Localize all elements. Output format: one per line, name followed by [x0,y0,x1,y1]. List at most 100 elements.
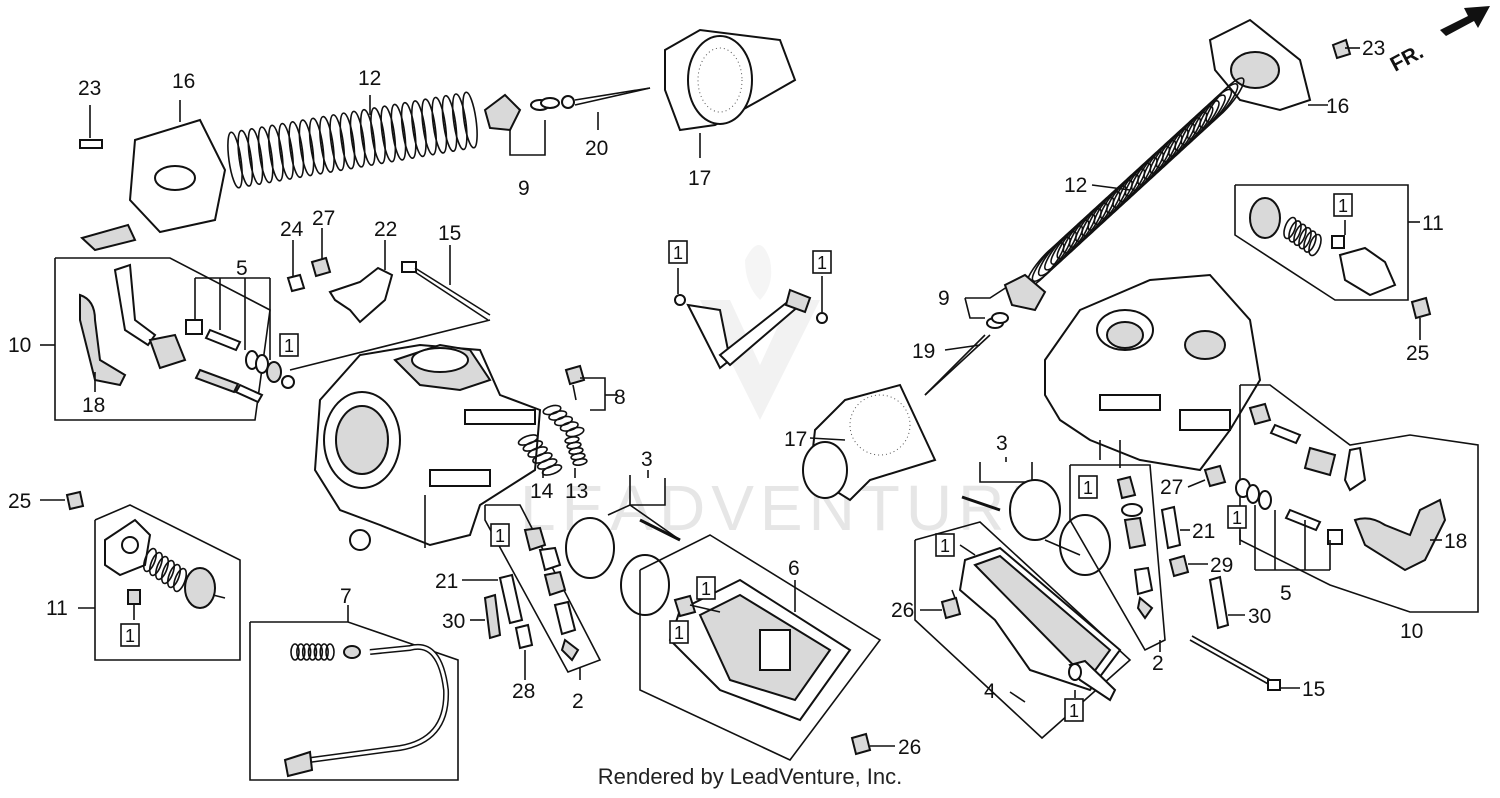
front-direction-arrow: FR. [1387,6,1490,76]
bolt-15-left [401,245,491,321]
spring-coil [359,108,376,166]
spring-coil [380,105,397,163]
spring-coil [313,643,324,661]
choke-cable-7 [249,605,459,781]
funnel-17-right [802,383,937,502]
spring-coil [227,131,243,189]
float-chamber-4-right [914,521,1132,740]
callout-number: 1 [1083,478,1093,498]
screw-24 [286,273,306,293]
top-cover-assembly-right [1025,18,1360,288]
screw-25-left [65,490,85,511]
callout-number: 1 [495,526,505,546]
spring-coil [257,126,274,184]
callout-number: 1 [1232,508,1242,528]
label-21-left: 21 [435,570,458,593]
spring-coil [308,117,325,175]
callout-number: 1 [1338,196,1348,216]
spring-coil [301,643,312,661]
jet-30-left [483,593,502,640]
screw-spring-8-14-13 [517,364,618,478]
spring-coil [267,124,284,182]
label-19: 19 [912,340,935,363]
bolt-15-right [1189,635,1300,691]
funnel-17-left [664,28,797,158]
spring-coil [565,426,585,438]
float-valve-group-right [1069,464,1245,652]
callout-box [120,623,140,647]
needle-holder-9-left [483,93,560,156]
spring-coil [1205,77,1245,123]
label-16-left: 16 [172,70,195,93]
callout-number: 1 [940,536,950,556]
callout-box [1078,475,1098,499]
spring-coil [296,643,306,661]
label-29: 29 [1210,554,1233,577]
carburetor-body-left [313,343,542,551]
float-chamber-6-left [639,534,882,761]
label-5-right: 5 [1280,582,1292,605]
needle-assembly-right [924,273,1047,396]
spring-coil [325,643,335,661]
carburetor-body-right [1044,273,1262,472]
callout-box [668,240,688,264]
spring-12-left [227,91,478,189]
jet-30-right [1208,575,1230,630]
spring-coil [142,547,158,573]
idle-fitting-group-left [40,257,295,421]
label-7: 7 [340,585,352,608]
accelerator-pump-group-left [40,490,241,661]
label-14: 14 [530,480,554,503]
label-16-right: 16 [1326,95,1349,118]
callout-number: 1 [701,579,711,599]
spring-coil [536,458,558,470]
label-30-right: 30 [1248,605,1271,628]
spring-coil [421,98,438,156]
spring-coil [307,643,318,661]
spring-coil [411,100,427,158]
spring-8 [542,404,585,438]
label-12-right: 12 [1064,174,1087,197]
label-15-right: 15 [1302,678,1325,701]
spring-coil [1308,233,1322,257]
small-parts-left [286,228,491,371]
label-18-right: 18 [1444,530,1467,553]
spring-coil [1298,226,1312,250]
spring-coil [290,643,300,661]
idle-fitting-group-right [1187,384,1479,613]
screw-23-left [79,139,103,149]
label-28: 28 [512,680,535,703]
label-4: 4 [984,680,996,703]
float-3-left [565,470,681,616]
label-22: 22 [374,218,397,241]
spring-coil [441,94,458,153]
label-17-right: 17 [784,428,807,451]
float-valve-group-left [462,504,602,680]
spring-11-right [1283,216,1322,257]
spring-coil [390,103,407,161]
callout-number: 1 [125,626,135,646]
screw-26-left [850,732,895,756]
callout-box [1227,505,1247,529]
label-25-left: 25 [8,490,31,513]
bracket-left [80,223,137,252]
callout-box [812,250,832,274]
label-3-left: 3 [641,448,653,471]
spring-coil [288,121,305,179]
callout-box [490,523,510,547]
spring-11-left [142,547,188,593]
elbow-fitting-left [113,263,157,347]
pump-cover-11-right [1338,246,1397,297]
spring-coil [1283,216,1297,240]
label-23-right: 23 [1362,37,1385,60]
label-13: 13 [565,480,588,503]
spring-coil [154,555,170,581]
label-12-left: 12 [358,67,381,90]
label-10-right: 10 [1400,620,1423,643]
label-9-right: 9 [938,287,950,310]
callout-number: 1 [1069,701,1079,721]
label-8: 8 [614,386,626,409]
